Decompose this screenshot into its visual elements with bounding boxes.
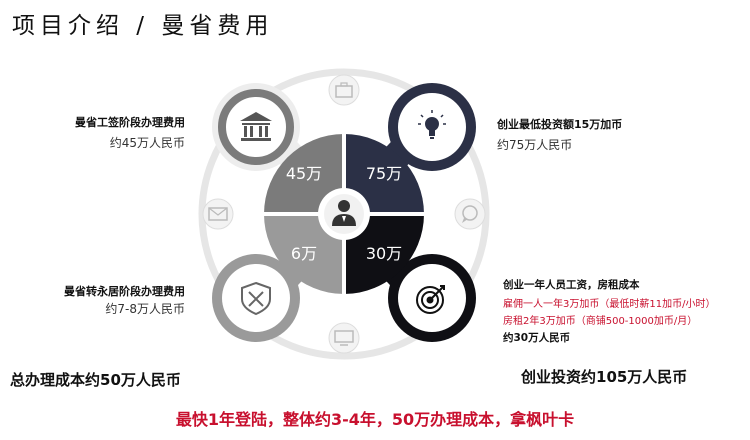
footer-summary: 最快1年登陆，整体约3-4年，50万办理成本，拿枫叶卡 (175, 410, 575, 429)
chat-icon (454, 198, 486, 230)
label-top-right-heading: 创业最低投资额15万加币 (497, 118, 623, 131)
label-bottom-left-heading: 曼省转永居阶段办理费用 (64, 285, 185, 298)
label-top-right-sub: 约75万人民币 (497, 138, 573, 152)
monitor-icon (328, 322, 360, 354)
label-bottom-right-line1: 雇佣一人一年3万加币（最低时薪11加币/小时） (503, 299, 716, 310)
shield-tools-icon (241, 281, 271, 316)
quadrant-bottom-left (264, 214, 344, 294)
quadrant-bottom-right (344, 214, 424, 294)
bank-icon (240, 112, 272, 141)
quadrant-top-left (264, 134, 344, 214)
total-left: 总办理成本约50万人民币 (10, 371, 181, 389)
label-top-left-sub: 约45万人民币 (109, 136, 185, 150)
lightbulb-icon (418, 110, 446, 139)
value-bottom-left: 6万 (291, 244, 317, 263)
outer-ring (198, 68, 490, 360)
label-bottom-right-line2: 房租2年3万加币（商铺500-1000加币/月） (503, 316, 698, 327)
value-top-right: 75万 (366, 164, 402, 183)
target-icon (416, 285, 445, 314)
page-title: 项目介绍 / 曼省费用 (12, 13, 274, 39)
person-icon (318, 188, 370, 240)
label-top-left-heading: 曼省工签阶段办理费用 (75, 116, 185, 129)
value-top-left: 45万 (286, 164, 322, 183)
label-bottom-left-sub: 约7-8万人民币 (105, 302, 185, 316)
mail-icon (202, 198, 234, 230)
value-bottom-right: 30万 (366, 244, 402, 263)
briefcase-icon (328, 74, 360, 106)
label-bottom-right-heading: 创业一年人员工资，房租成本 (503, 279, 640, 291)
total-right: 创业投资约105万人民币 (521, 368, 688, 386)
quadrant-top-right (344, 134, 424, 214)
label-bottom-right-sub: 约30万人民币 (503, 332, 571, 344)
